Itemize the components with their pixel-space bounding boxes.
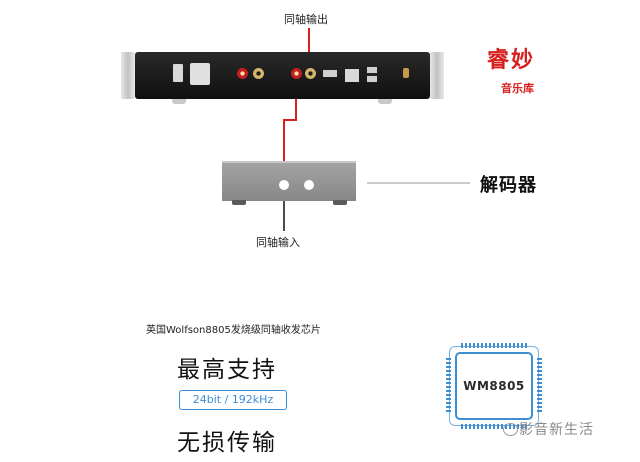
format-badge: 24bit / 192kHz <box>179 390 287 410</box>
lossless-heading: 无损传输 <box>177 430 277 456</box>
decoder-box <box>222 161 356 201</box>
watermark-text: 影音新生活 <box>519 422 594 438</box>
support-heading: 最高支持 <box>177 357 277 383</box>
ethernet-port-icon <box>345 69 359 82</box>
chip-description: 英国Wolfson8805发烧级同轴收发芯片 <box>146 325 321 336</box>
rca-gold-right-icon <box>305 68 316 79</box>
rca-red-coax-icon <box>291 68 302 79</box>
rca-gold-left-icon <box>253 68 264 79</box>
power-switch-icon <box>173 64 183 82</box>
wechat-icon <box>503 423 518 436</box>
brand-subtitle: 音乐库 <box>501 82 534 95</box>
antenna-port-icon <box>403 68 409 78</box>
coax-out-label: 同轴输出 <box>284 13 328 26</box>
hdmi-port-icon <box>323 70 337 77</box>
brand-logo: 睿妙 <box>487 48 536 73</box>
rca-red-left-icon <box>237 68 248 79</box>
coax-in-label: 同轴输入 <box>256 236 300 249</box>
decoder-port-icon <box>304 180 314 190</box>
usb-port-icon <box>367 67 377 83</box>
player-rear-panel <box>121 52 444 99</box>
wm8805-chip-icon: WM8805 <box>446 343 542 429</box>
decoder-label: 解码器 <box>480 175 537 196</box>
decoder-coax-port-icon <box>279 180 289 190</box>
coax-cable <box>283 80 297 183</box>
power-socket-icon <box>190 63 210 85</box>
chip-name: WM8805 <box>455 352 533 420</box>
